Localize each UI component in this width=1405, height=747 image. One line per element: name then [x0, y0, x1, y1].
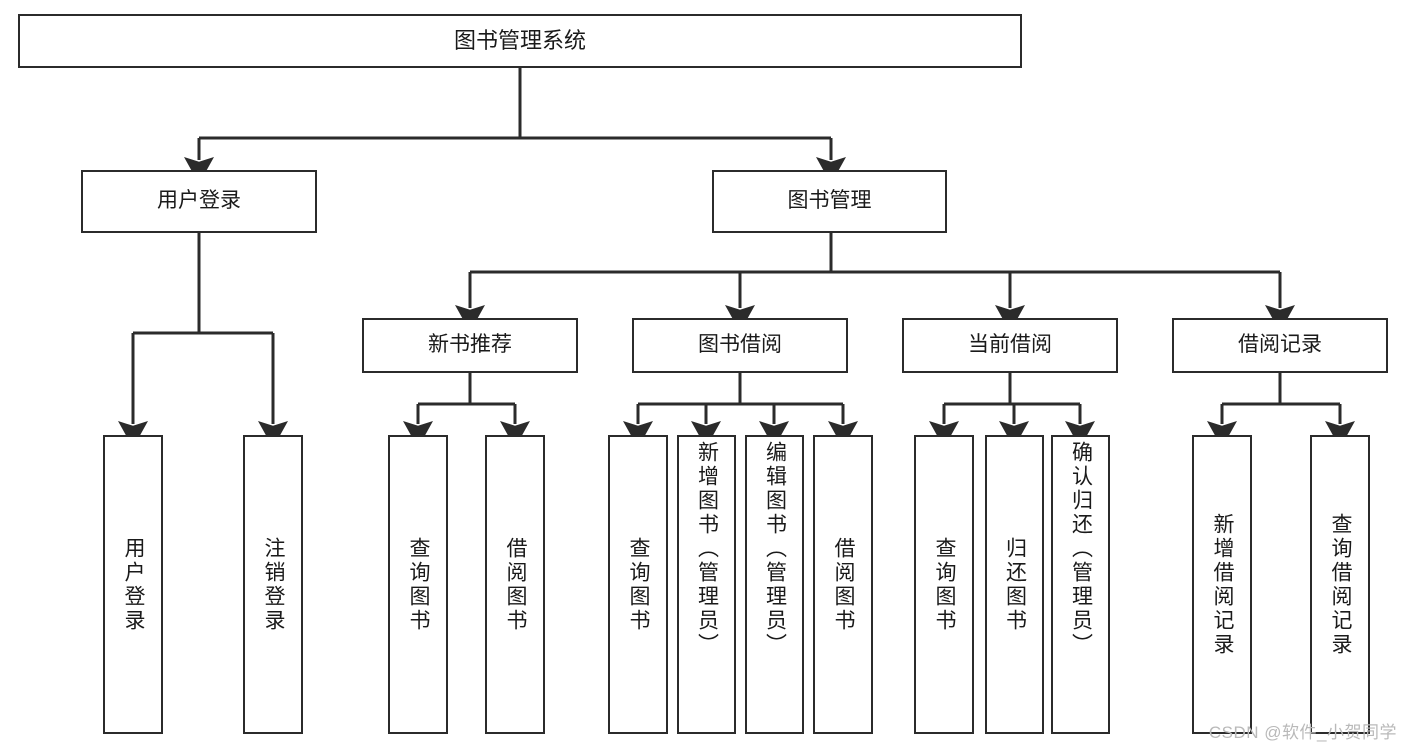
csdn-watermark: CSDN @软件_小贺同学 — [1208, 723, 1397, 742]
node-level3: 借阅记录 — [1172, 318, 1388, 373]
node-leaf: 查询图书 — [608, 435, 668, 734]
node-root: 图书管理系统 — [18, 14, 1022, 68]
node-label: 新增图书（管理员） — [695, 441, 719, 657]
node-label: 图书管理系统 — [453, 28, 586, 54]
node-label: 编辑图书（管理员） — [763, 441, 787, 657]
node-label: 查询图书 — [933, 536, 956, 633]
node-leaf: 注销登录 — [243, 435, 303, 734]
node-leaf: 归还图书 — [985, 435, 1044, 734]
node-leaf: 确认归还（管理员） — [1051, 435, 1110, 734]
node-label: 查询借阅记录 — [1329, 512, 1352, 657]
node-leaf: 新增借阅记录 — [1192, 435, 1252, 734]
node-leaf: 借阅图书 — [813, 435, 873, 734]
node-label: 图书借阅 — [698, 333, 782, 357]
node-leaf: 用户登录 — [103, 435, 163, 734]
node-leaf: 新增图书（管理员） — [677, 435, 736, 734]
node-label: 新增借阅记录 — [1211, 512, 1234, 657]
node-level2: 用户登录 — [81, 170, 317, 233]
node-label: 借阅图书 — [504, 536, 527, 633]
node-leaf: 查询图书 — [388, 435, 448, 734]
node-label: 注销登录 — [262, 536, 285, 633]
node-label: 新书推荐 — [428, 333, 512, 357]
node-label: 图书管理 — [787, 189, 872, 213]
node-label: 当前借阅 — [968, 333, 1052, 357]
node-label: 归还图书 — [1003, 536, 1027, 633]
node-level3: 新书推荐 — [362, 318, 578, 373]
node-leaf: 查询图书 — [914, 435, 974, 734]
node-label: 查询图书 — [407, 536, 430, 633]
node-leaf: 编辑图书（管理员） — [745, 435, 804, 734]
node-level3: 当前借阅 — [902, 318, 1118, 373]
node-label: 用户登录 — [122, 536, 145, 633]
node-label: 借阅记录 — [1238, 333, 1322, 357]
node-label: 查询图书 — [627, 536, 650, 633]
node-leaf: 查询借阅记录 — [1310, 435, 1370, 734]
node-label: 用户登录 — [157, 189, 241, 213]
node-label: 借阅图书 — [832, 536, 855, 633]
node-level3: 图书借阅 — [632, 318, 848, 373]
node-label: 确认归还（管理员） — [1069, 441, 1093, 657]
node-leaf: 借阅图书 — [485, 435, 545, 734]
node-level2: 图书管理 — [712, 170, 947, 233]
